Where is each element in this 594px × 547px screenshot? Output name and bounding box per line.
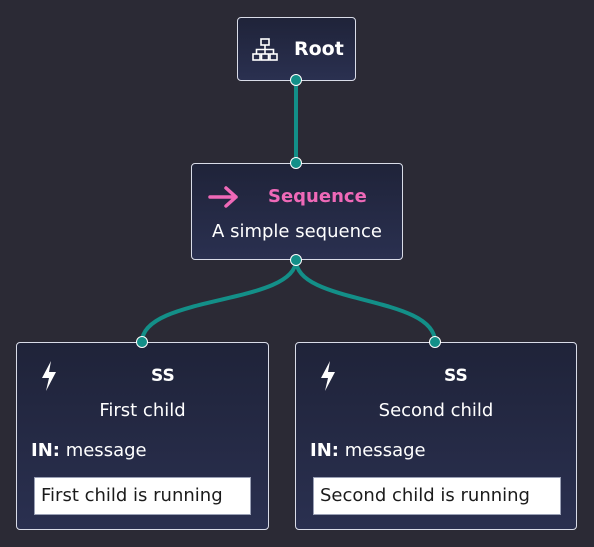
child-title: SS (151, 366, 175, 386)
root-label: Root (294, 38, 344, 60)
second-child-input-handle[interactable] (429, 336, 441, 348)
root-output-handle[interactable] (290, 74, 302, 86)
sequence-output-handle[interactable] (290, 254, 302, 266)
edge-sequence-to-first-child[interactable] (140, 259, 298, 343)
hierarchy-icon (252, 38, 278, 61)
sequence-input-handle[interactable] (290, 157, 302, 169)
child-title: SS (444, 366, 468, 386)
input-label: IN: (310, 440, 339, 461)
input-row: IN: message (31, 439, 147, 463)
second-child-node[interactable]: SS Second child IN: message Second child… (295, 342, 577, 530)
first-child-input-handle[interactable] (136, 336, 148, 348)
input-name: message (344, 440, 426, 461)
message-input[interactable]: Second child is running (313, 477, 561, 515)
input-row: IN: message (310, 439, 426, 463)
message-input[interactable]: First child is running (34, 477, 251, 515)
child-description: Second child (378, 400, 494, 421)
child-description: First child (99, 400, 186, 421)
input-label: IN: (31, 440, 60, 461)
lightning-bolt-icon (42, 361, 56, 391)
lightning-bolt-icon (321, 361, 335, 391)
sequence-description: A simple sequence (212, 221, 382, 242)
input-name: message (65, 440, 147, 461)
sequence-title: Sequence (268, 186, 367, 207)
edge-sequence-to-second-child[interactable] (294, 259, 437, 343)
root-node[interactable]: Root (237, 17, 356, 81)
sequence-node[interactable]: Sequence A simple sequence (191, 163, 403, 260)
arrow-right-icon (208, 186, 238, 208)
first-child-node[interactable]: SS First child IN: message First child i… (16, 342, 269, 530)
